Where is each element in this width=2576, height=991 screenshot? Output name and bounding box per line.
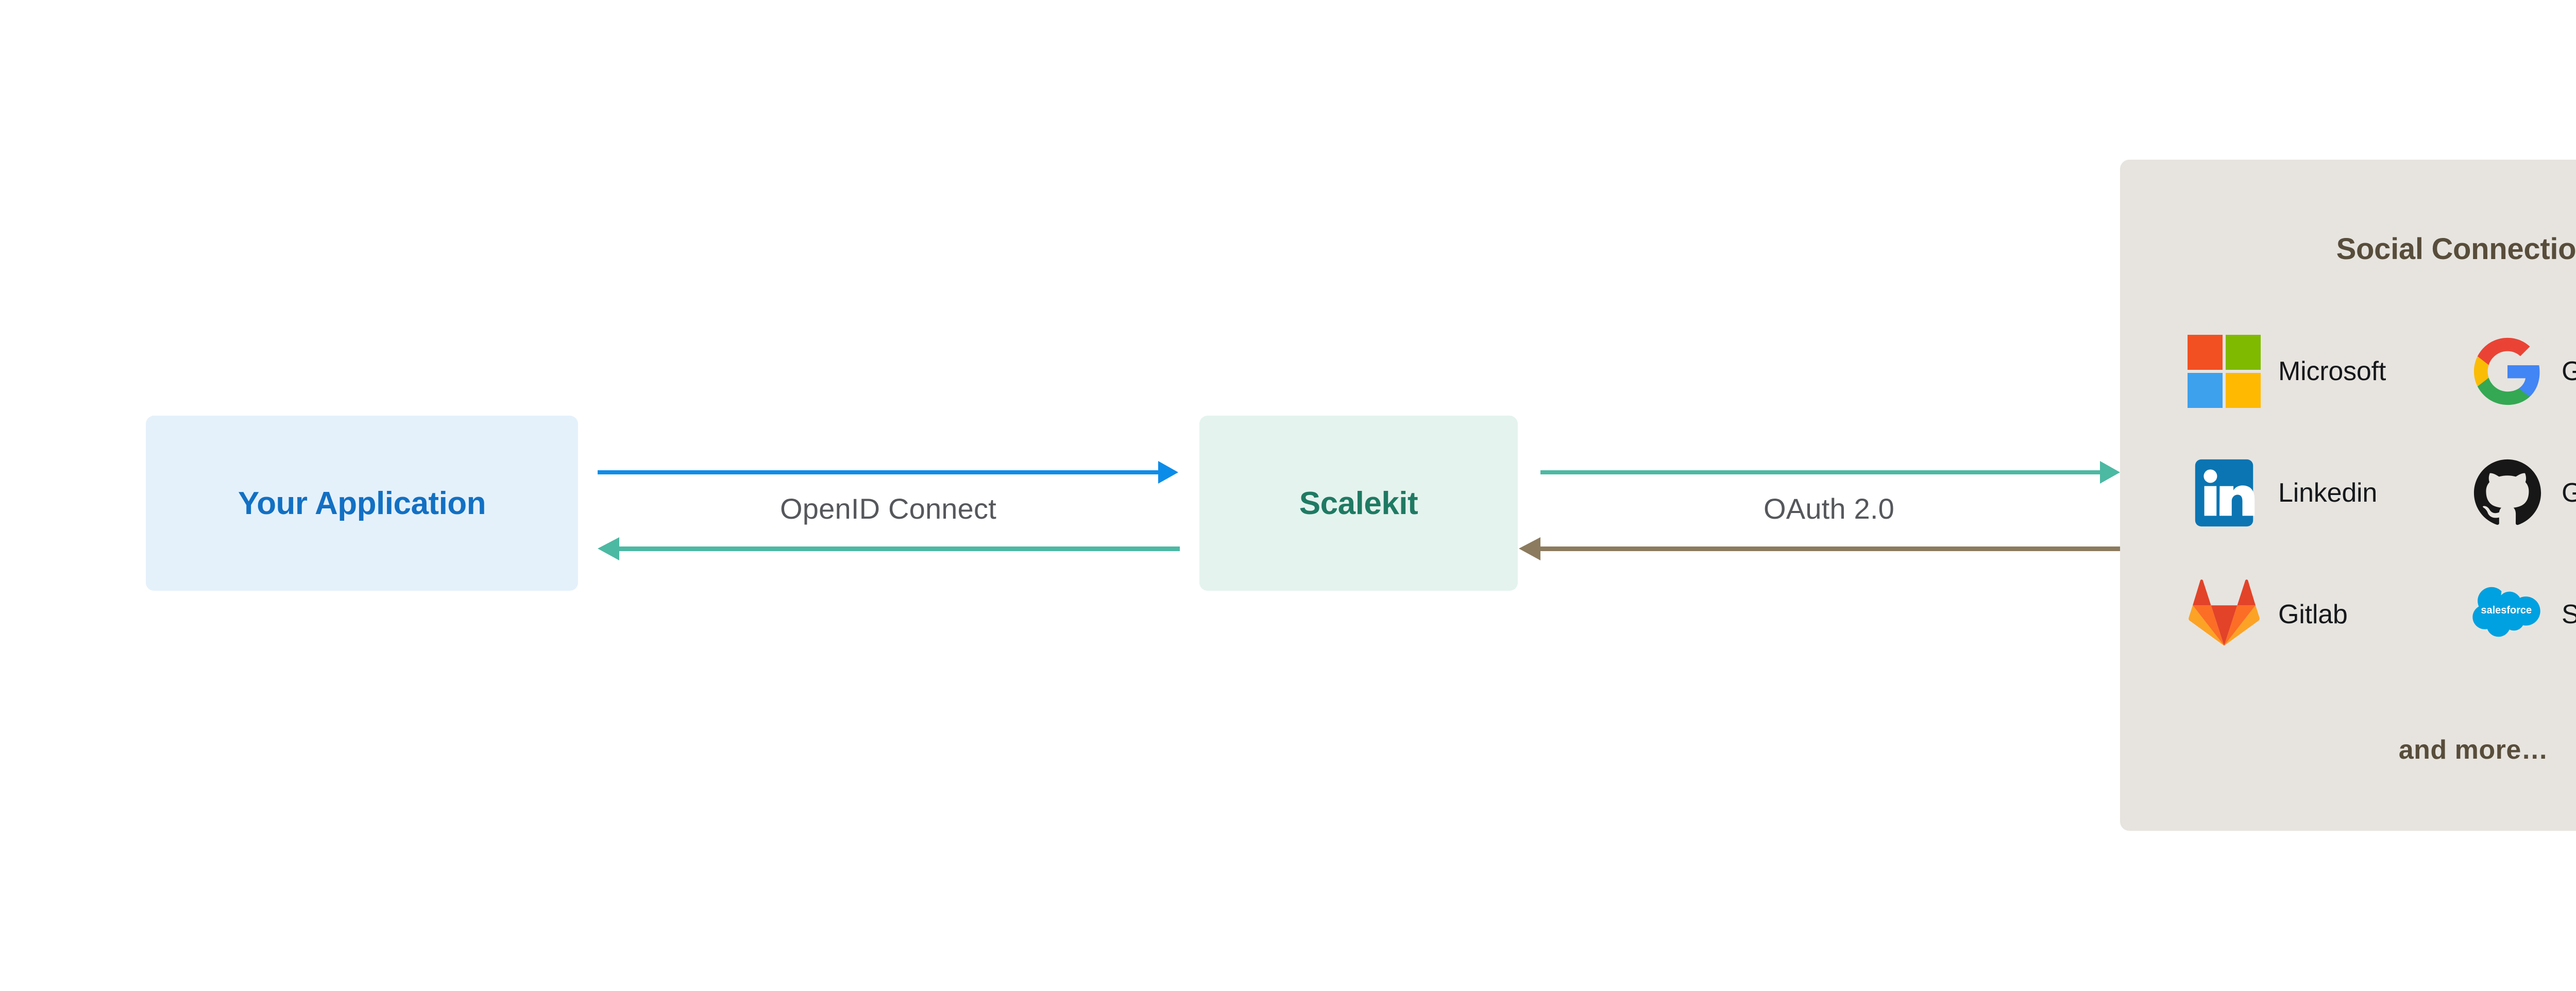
provider-github[interactable]: Github bbox=[2471, 457, 2576, 528]
provider-label: Github bbox=[2562, 478, 2576, 508]
github-icon bbox=[2473, 459, 2541, 525]
linkedin-icon bbox=[2195, 459, 2255, 527]
node-your-application-label: Your Application bbox=[238, 485, 486, 521]
provider-linkedin[interactable]: Linkedin bbox=[2188, 457, 2471, 528]
salesforce-icon: salesforce bbox=[2472, 587, 2540, 637]
arrow-social-to-scalekit bbox=[1519, 537, 2122, 560]
flow-label-oauth2: OAuth 2.0 bbox=[1764, 492, 1894, 525]
node-scalekit[interactable]: Scalekit bbox=[1199, 416, 1518, 591]
social-connections-panel: Social Connections Microsoft bbox=[2120, 160, 2576, 831]
provider-gitlab[interactable]: Gitlab bbox=[2188, 579, 2471, 650]
provider-microsoft[interactable]: Microsoft bbox=[2188, 335, 2471, 408]
provider-salesforce[interactable]: salesforce Salesforce bbox=[2471, 579, 2576, 650]
gitlab-icon bbox=[2189, 579, 2260, 646]
provider-label: Salesforce bbox=[2562, 600, 2576, 629]
provider-label: Microsoft bbox=[2278, 356, 2386, 386]
social-connections-title: Social Connections bbox=[2336, 232, 2576, 266]
microsoft-icon bbox=[2188, 335, 2261, 408]
arrow-scalekit-to-social bbox=[1540, 461, 2120, 484]
arrow-app-to-scalekit bbox=[598, 461, 1178, 484]
social-connections-footer: and more… bbox=[2398, 735, 2549, 765]
provider-label: Gitlab bbox=[2278, 600, 2348, 629]
provider-label: Linkedin bbox=[2278, 478, 2378, 508]
flow-label-openid-connect: OpenID Connect bbox=[780, 492, 996, 525]
node-your-application[interactable]: Your Application bbox=[146, 416, 578, 591]
node-scalekit-label: Scalekit bbox=[1299, 485, 1418, 521]
arrow-scalekit-to-app bbox=[598, 537, 1180, 560]
provider-grid: Microsoft Google bbox=[2188, 335, 2576, 650]
provider-google[interactable]: Google bbox=[2471, 336, 2576, 407]
google-icon bbox=[2473, 337, 2540, 405]
provider-label: Google bbox=[2562, 356, 2576, 386]
svg-text:salesforce: salesforce bbox=[2481, 605, 2532, 616]
